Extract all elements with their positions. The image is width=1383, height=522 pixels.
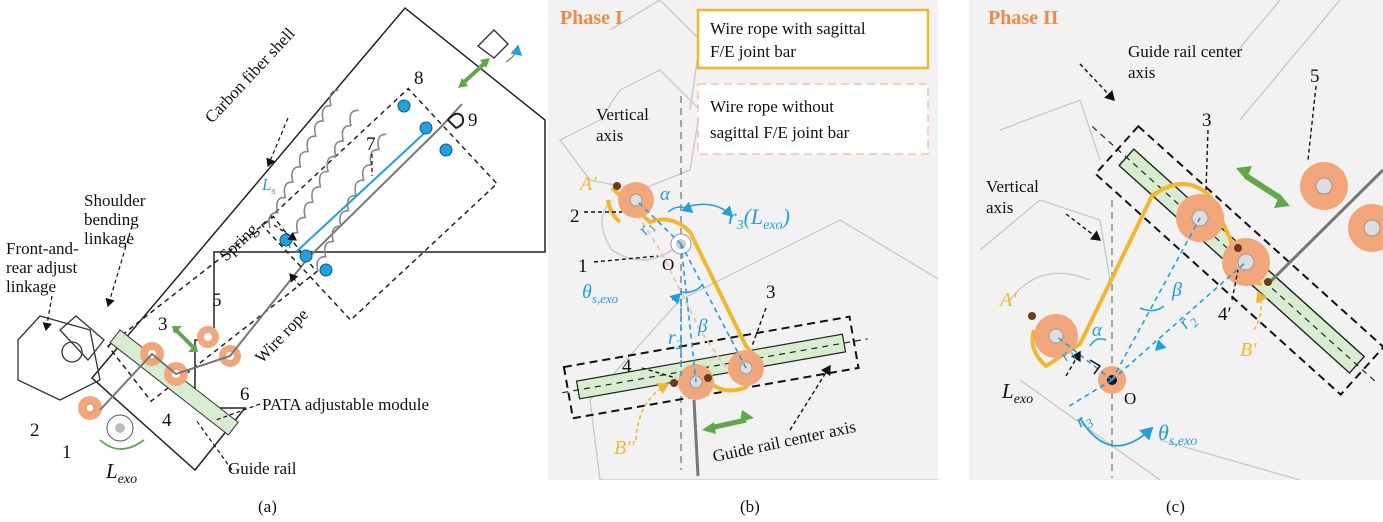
num-1-b: 1 [578, 256, 588, 277]
ls-label: Ls [261, 175, 276, 197]
caption-c: (c) [1166, 497, 1185, 516]
guide-rail-label: Guide rail [228, 459, 297, 478]
spring-nodes [279, 99, 453, 277]
legend-without [697, 83, 929, 155]
alpha-b: α [660, 184, 671, 205]
panel-c-background [969, 0, 1383, 480]
num-4: 4 [162, 410, 172, 431]
front-label-3: linkage [6, 277, 56, 296]
shoulder-label-3: linkage [84, 229, 134, 248]
tension-bracket [476, 29, 509, 59]
beta-b: β [697, 316, 708, 337]
num-2: 2 [30, 420, 40, 441]
lexo-c: Lexo [1001, 379, 1033, 407]
phase-1-label: Phase I [560, 7, 623, 29]
panel-b: Wire rope with sagittal F/E joint bar Wi… [548, 0, 938, 516]
wire-rope [99, 103, 463, 411]
a-prime-b: A′ [578, 173, 597, 195]
caption-b: (b) [740, 497, 760, 516]
r3-b: r3(Lexo) [728, 204, 790, 233]
hook [446, 112, 465, 130]
spring-coil-2 [316, 133, 387, 273]
spring-coil-3 [268, 89, 339, 229]
pata-module-box [106, 215, 318, 403]
num-5: 5 [212, 290, 222, 311]
wire-rope-label: Wire rope [251, 305, 312, 367]
panel-c: Phase II Guide rail center axis Vertical… [969, 0, 1383, 516]
r2-b: r2 [668, 327, 683, 352]
num-3-b: 3 [766, 282, 776, 303]
num-1: 1 [62, 442, 72, 463]
spring-label: Spring [216, 219, 262, 265]
num-6: 6 [240, 384, 250, 405]
spring-coil-1 [288, 109, 359, 249]
beta-c: β [1171, 279, 1182, 301]
vertical-axis-b-1: Vertical [596, 105, 649, 124]
pata-label: PATA adjustable module [262, 395, 429, 414]
front-label-1: Front-and- [6, 239, 79, 258]
num-9: 9 [468, 110, 478, 131]
guide-center-c-1: Guide rail center [1128, 42, 1243, 61]
num-4-c: 4′ [1218, 304, 1232, 325]
shoulder-label-1: Shoulder [84, 191, 146, 210]
num-5-c: 5 [1310, 66, 1320, 87]
theta-c: θs,exo [1158, 420, 1197, 449]
b-prime-c: B′ [1240, 339, 1257, 361]
vertical-axis-b-2: axis [596, 126, 623, 145]
panel-a: Carbon fiber shell Shoulder bending link… [6, 6, 546, 516]
carbon-shell-label: Carbon fiber shell [201, 24, 299, 127]
point-o-b: O [662, 255, 674, 274]
shoulder-label-2: bending [84, 210, 139, 229]
b-prime-b: B′′ [614, 437, 636, 459]
legend-with-line2: F/E joint bar [710, 42, 796, 61]
guide-center-c-2: axis [1128, 63, 1155, 82]
caption-a: (a) [258, 497, 277, 516]
legend-with-line1: Wire rope with sagittal [710, 19, 866, 38]
legend-with [696, 8, 930, 70]
num-4-b: 4 [622, 356, 632, 377]
num-3-c: 3 [1202, 110, 1212, 131]
vertical-axis-c-2: axis [986, 198, 1013, 217]
phase-2-label: Phase II [988, 7, 1059, 29]
lexo-label: Lexo [105, 459, 137, 487]
num-7: 7 [366, 134, 376, 155]
legend-without-line2: sagittal F/E joint bar [710, 123, 850, 142]
front-label-2: rear adjust [6, 258, 78, 277]
num-8: 8 [414, 68, 424, 89]
front-rear-linkage [17, 315, 105, 401]
theta-b: θs,exo [582, 281, 619, 306]
point-o-c: O [1124, 389, 1136, 408]
num-2-b: 2 [570, 206, 580, 227]
a-prime-c: A′ [998, 289, 1017, 311]
alpha-c: α [1092, 320, 1103, 341]
num-3: 3 [158, 314, 168, 335]
legend-without-line1: Wire rope without [710, 97, 834, 116]
vertical-axis-c-1: Vertical [986, 177, 1039, 196]
